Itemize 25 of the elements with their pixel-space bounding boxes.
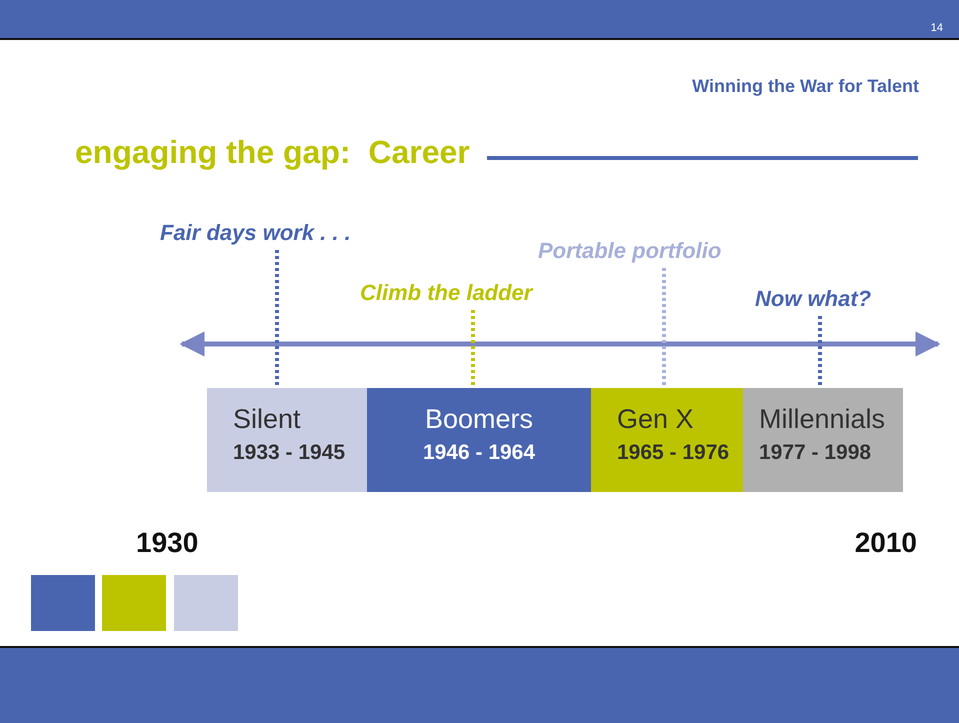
generation-box bbox=[591, 388, 743, 492]
year-label: 2010 bbox=[854, 527, 917, 559]
year-label: 1930 bbox=[136, 527, 198, 559]
generation-name: Silent bbox=[233, 404, 302, 435]
year-range: 1965 - 1976 bbox=[617, 441, 730, 465]
generation-box bbox=[207, 388, 367, 492]
slide-title: engaging the gap: Career bbox=[75, 134, 470, 171]
subtitle: Winning the War for Talent bbox=[692, 76, 919, 97]
leader-line bbox=[275, 250, 279, 388]
year-range: 1946 - 1964 bbox=[422, 441, 536, 465]
page-number: 14 bbox=[930, 22, 943, 34]
generation-name: Boomers bbox=[424, 404, 534, 435]
generation-box bbox=[743, 388, 903, 492]
callout-text: Climb the ladder bbox=[360, 280, 532, 306]
callout-text: Now what? bbox=[755, 286, 872, 312]
leader-line bbox=[818, 316, 822, 388]
generation-name: Gen X bbox=[617, 404, 695, 435]
callout-text: Portable portfolio bbox=[538, 238, 722, 264]
callout-text: Fair days work . . . bbox=[160, 220, 351, 246]
year-range: 1977 - 1998 bbox=[759, 441, 872, 465]
generation-box bbox=[367, 388, 591, 492]
year-range: 1933 - 1945 bbox=[233, 441, 346, 465]
leader-line bbox=[471, 310, 475, 388]
generation-name: Millennials bbox=[759, 404, 886, 435]
leader-line bbox=[662, 268, 666, 388]
